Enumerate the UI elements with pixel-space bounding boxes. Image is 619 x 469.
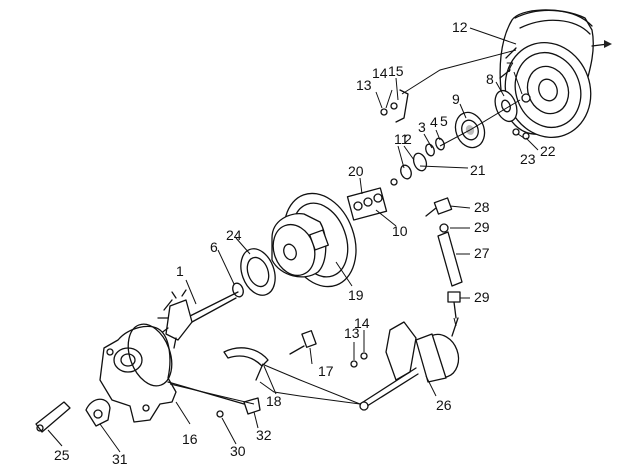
callout-14-top: 14 bbox=[372, 65, 388, 81]
callout-1: 1 bbox=[176, 263, 184, 279]
turbine-shaft-wheel bbox=[157, 289, 239, 349]
callout-29-upper: 29 bbox=[474, 219, 490, 235]
callout-13-lower: 13 bbox=[344, 325, 360, 341]
callout-15: 15 bbox=[388, 63, 404, 79]
callout-30: 30 bbox=[230, 443, 246, 459]
callout-6: 6 bbox=[210, 239, 218, 255]
bracket bbox=[223, 347, 269, 381]
callout-20: 20 bbox=[348, 163, 364, 179]
callout-24: 24 bbox=[226, 227, 242, 243]
callout-2: 2 bbox=[404, 131, 412, 147]
callout-25: 25 bbox=[54, 447, 70, 463]
callout-8: 8 bbox=[486, 71, 494, 87]
wastegate-actuator bbox=[359, 317, 460, 411]
callout-9: 9 bbox=[452, 91, 460, 107]
assembly-lines bbox=[169, 49, 521, 405]
callout-23: 23 bbox=[520, 151, 536, 167]
boost-hose bbox=[425, 197, 463, 319]
callout-7: 7 bbox=[506, 59, 514, 75]
bolt-washer-top bbox=[380, 89, 409, 123]
clamp bbox=[85, 398, 111, 427]
callout-leaders bbox=[47, 27, 539, 453]
callout-5: 5 bbox=[440, 113, 448, 129]
callout-3: 3 bbox=[418, 119, 426, 135]
callout-4: 4 bbox=[430, 114, 438, 130]
callout-labels: 1 2 3 4 5 6 7 8 9 10 11 12 13 13 14 14 1… bbox=[54, 19, 556, 467]
clip-and-pin bbox=[167, 381, 261, 418]
callout-32: 32 bbox=[256, 427, 272, 443]
callout-29-lower: 29 bbox=[474, 289, 490, 305]
callout-22: 22 bbox=[540, 143, 556, 159]
piston-ring bbox=[232, 282, 244, 298]
callout-13-top: 13 bbox=[356, 77, 372, 93]
bolt-washer-lower bbox=[350, 352, 368, 368]
callout-18: 18 bbox=[266, 393, 282, 409]
gasket bbox=[35, 401, 71, 433]
callout-27: 27 bbox=[474, 245, 490, 261]
compressor-housing bbox=[499, 9, 612, 138]
shaft-nut bbox=[521, 93, 531, 103]
compressor-bolts bbox=[512, 128, 530, 140]
callout-17: 17 bbox=[318, 363, 334, 379]
callout-28: 28 bbox=[474, 199, 490, 215]
bolt bbox=[289, 330, 317, 355]
callout-11: 11 bbox=[394, 131, 409, 147]
callout-10: 10 bbox=[392, 223, 408, 239]
bearing-set bbox=[346, 187, 388, 221]
thrust-parts bbox=[390, 137, 445, 186]
callout-26: 26 bbox=[436, 397, 452, 413]
callout-21: 21 bbox=[470, 162, 486, 178]
turbine-housing bbox=[99, 323, 177, 423]
callout-16: 16 bbox=[182, 431, 198, 447]
callout-31: 31 bbox=[112, 451, 128, 467]
heat-shield bbox=[240, 248, 276, 296]
callout-19: 19 bbox=[348, 287, 364, 303]
callout-12: 12 bbox=[452, 19, 468, 35]
callout-14-lower: 14 bbox=[354, 315, 370, 331]
bearing-housing bbox=[271, 192, 357, 288]
